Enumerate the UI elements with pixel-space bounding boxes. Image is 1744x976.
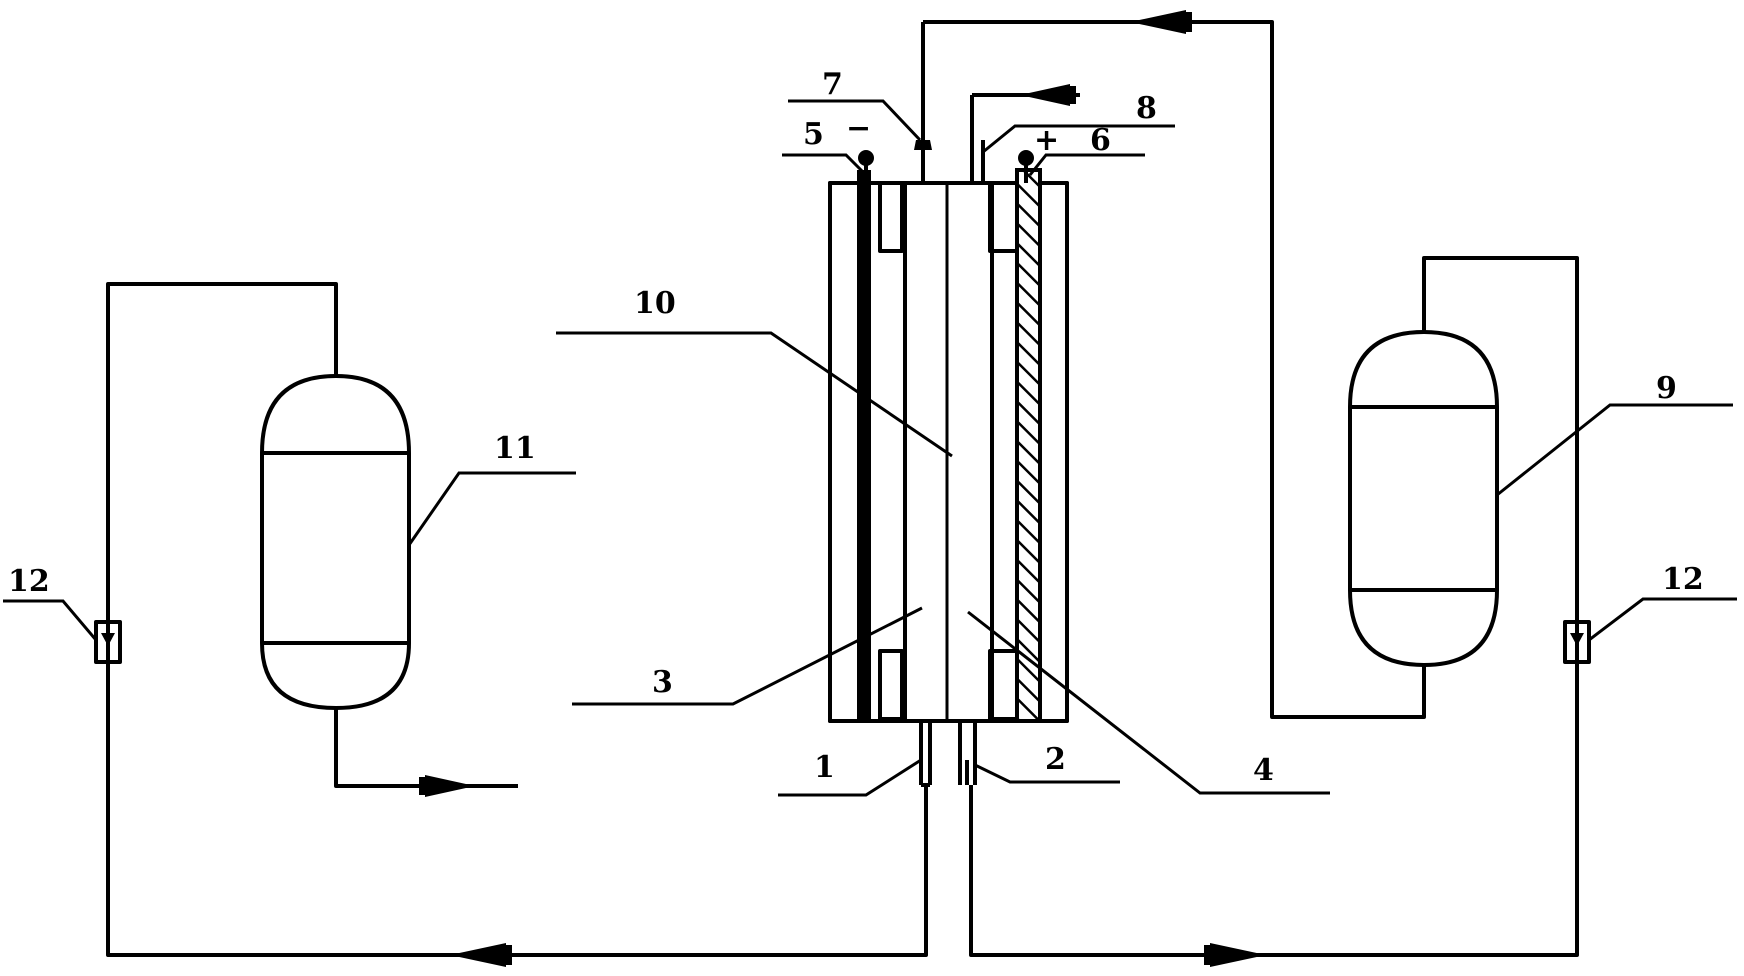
tank-9-body bbox=[1348, 330, 1499, 667]
flowmeter-right-float-icon bbox=[1570, 633, 1584, 646]
arrow-top-left-icon bbox=[1130, 10, 1186, 34]
piping bbox=[106, 20, 1579, 957]
positive-sign: + bbox=[1034, 123, 1059, 158]
label-4: 4 bbox=[1253, 753, 1274, 788]
label-10: 10 bbox=[634, 286, 676, 321]
label-12-right: 12 bbox=[1662, 562, 1704, 597]
label-8: 8 bbox=[1136, 91, 1157, 126]
label-12-left: 12 bbox=[8, 564, 50, 599]
gasket-top-left bbox=[878, 181, 904, 253]
flowmeter-left-float-icon bbox=[101, 633, 115, 646]
number-labels: 1 2 3 4 5 6 7 8 9 10 11 12 12 bbox=[8, 67, 1704, 788]
anode-electrode bbox=[1015, 168, 1042, 723]
pipe-right-return bbox=[969, 256, 1579, 957]
label-7: 7 bbox=[822, 67, 843, 102]
flowmeter-left bbox=[94, 620, 122, 664]
negative-sign: − bbox=[846, 111, 871, 146]
pipe-left-return bbox=[106, 282, 928, 957]
label-5: 5 bbox=[803, 117, 824, 152]
cell-ports bbox=[914, 22, 985, 787]
label-3: 3 bbox=[652, 665, 673, 700]
leader-lines bbox=[3, 99, 1737, 797]
label-1: 1 bbox=[814, 750, 835, 785]
arrow-bottom-left-icon bbox=[450, 943, 506, 967]
label-11: 11 bbox=[494, 431, 536, 466]
electrolytic-cell: − + bbox=[828, 111, 1069, 723]
pipe-tank11-outlet bbox=[334, 708, 518, 788]
label-6: 6 bbox=[1090, 123, 1111, 158]
label-2: 2 bbox=[1045, 742, 1066, 777]
label-9: 9 bbox=[1656, 371, 1677, 406]
flow-arrows bbox=[419, 10, 1266, 967]
flowmeter-right bbox=[1563, 620, 1591, 664]
arrow-bottom-right-icon bbox=[1210, 943, 1266, 967]
cathode-electrode bbox=[857, 170, 871, 721]
tank-11-body bbox=[260, 374, 411, 710]
gasket-bottom-left bbox=[878, 649, 904, 721]
arrow-inlet-8-icon bbox=[1020, 84, 1070, 106]
port-7-valve bbox=[914, 140, 932, 150]
tank-9 bbox=[1348, 330, 1499, 667]
arrow-tank11-outlet-icon bbox=[425, 775, 475, 797]
tank-11 bbox=[260, 374, 411, 710]
